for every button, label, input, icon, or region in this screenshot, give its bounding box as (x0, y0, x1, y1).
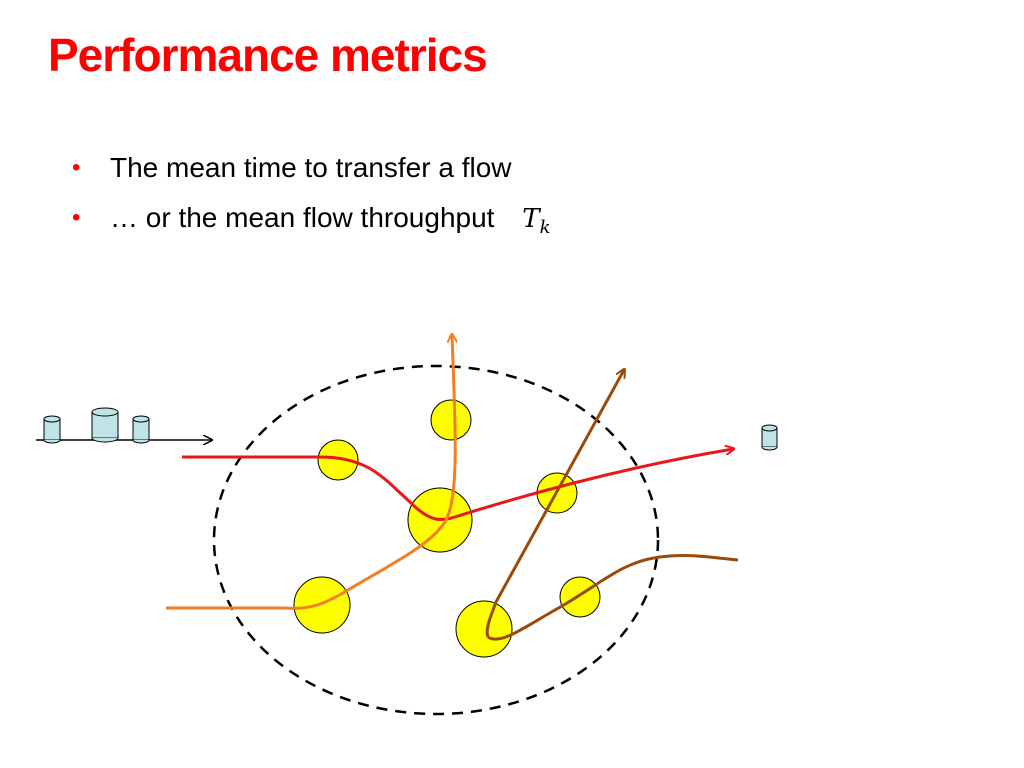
slide-title: Performance metrics (48, 29, 488, 81)
bullet-item-2: • … or the mean flow throughput Tk (72, 198, 551, 248)
packet-icon (761, 424, 778, 451)
packet-icon (132, 415, 150, 444)
flow-arrivals (36, 407, 212, 444)
network-nodes (293, 399, 601, 658)
node (455, 600, 513, 658)
bullet-icon: • (72, 204, 81, 231)
bullet-list: • The mean time to transfer a flow • … o… (72, 148, 551, 248)
packet-icon (43, 415, 61, 444)
flow-red (182, 449, 733, 521)
bullet-icon: • (72, 154, 81, 181)
bullet-text-2: … or the mean flow throughput (110, 202, 495, 233)
bullet-text-1: The mean time to transfer a flow (110, 152, 512, 183)
network-boundary (212, 364, 660, 716)
flow-orange (166, 335, 455, 610)
bullet-item-1: • The mean time to transfer a flow (72, 148, 551, 198)
node (430, 399, 472, 441)
node (293, 576, 351, 634)
throughput-symbol: Tk (522, 204, 551, 239)
node (317, 439, 359, 481)
node (559, 576, 601, 618)
packet-icon (91, 407, 119, 443)
flow-brown-2 (487, 554, 739, 641)
flow-brown-1 (485, 370, 624, 638)
